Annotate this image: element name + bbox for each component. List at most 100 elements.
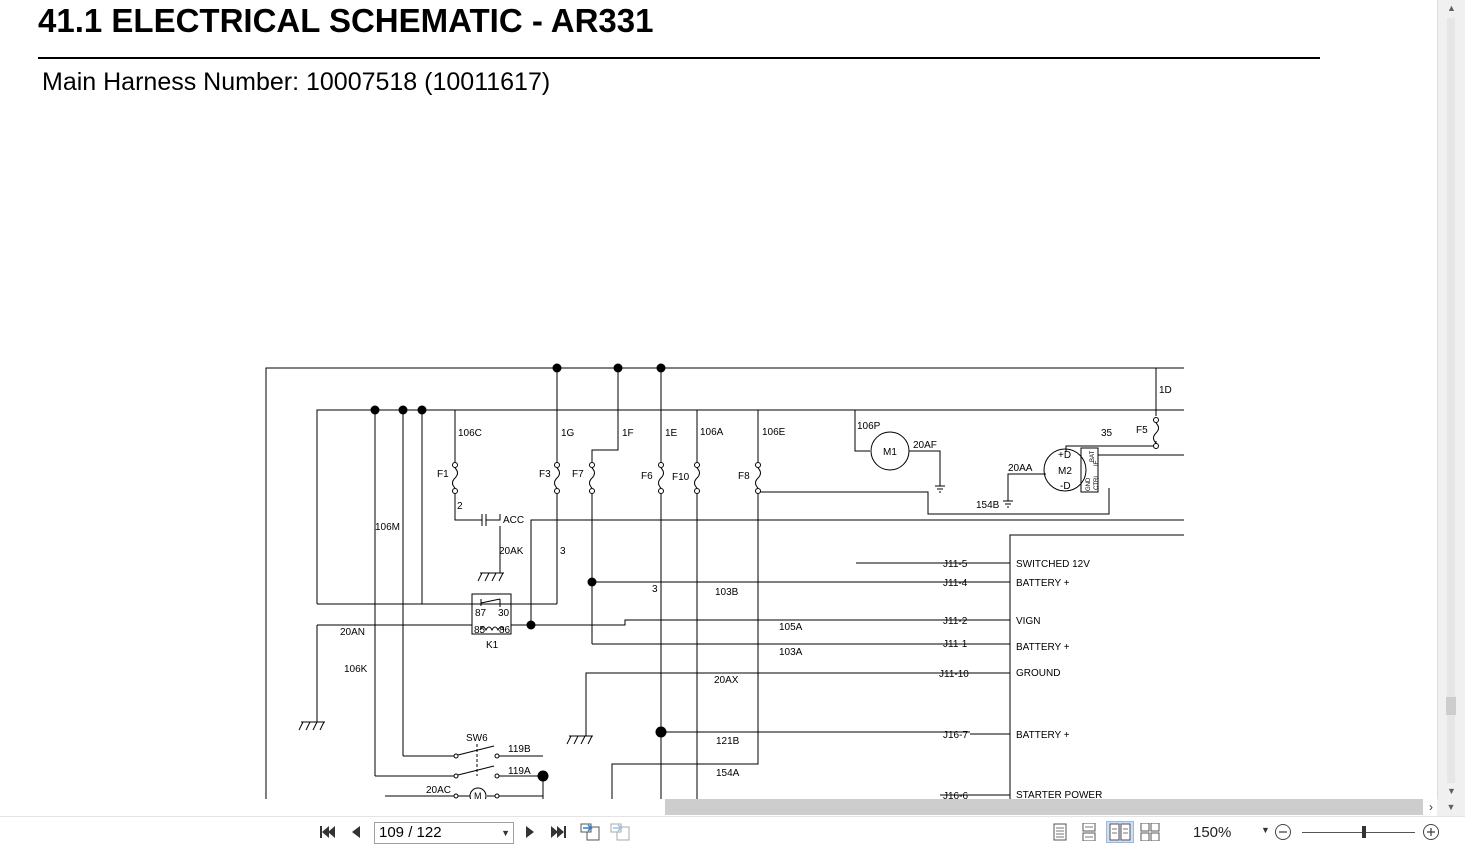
wire-label: 20AX	[714, 675, 739, 686]
connector-pin: J16-6	[943, 791, 968, 799]
relay-label: K1	[486, 640, 499, 651]
wire-label: 20AC	[426, 785, 451, 796]
first-page-button[interactable]	[316, 821, 338, 843]
connector-signal: BATTERY +	[1016, 730, 1070, 741]
wire-label: 119A	[508, 766, 531, 777]
two-page-view-button[interactable]	[1106, 821, 1134, 843]
fuse-label: F1	[437, 469, 449, 480]
last-page-button[interactable]	[548, 821, 570, 843]
go-back-button[interactable]	[578, 821, 602, 843]
document-viewport: 41.1 ELECTRICAL SCHEMATIC - AR331 Main H…	[38, 2, 1320, 799]
motor-m1-label: M1	[883, 447, 897, 458]
zoom-out-icon	[1275, 824, 1291, 840]
fuse-label: F7	[572, 469, 584, 480]
m2-plus-label: +D	[1058, 450, 1071, 461]
wire-label: 3	[560, 546, 566, 557]
motor-bottom-label: M	[474, 791, 482, 799]
m2-minus-label: -D	[1060, 481, 1071, 492]
wire-label: 106A	[700, 427, 724, 438]
wire-label: 1F	[622, 428, 634, 439]
wire-label: 154B	[976, 500, 1000, 511]
last-page-icon	[551, 826, 566, 838]
continuous-view-button[interactable]	[1078, 821, 1100, 843]
fuse-label: F5	[1136, 425, 1148, 436]
wire-label: 1D	[1159, 385, 1172, 396]
title-divider	[38, 57, 1320, 59]
wire-label: 154A	[716, 768, 740, 779]
wire-label: 106M	[375, 522, 400, 533]
fuse-label: F6	[641, 471, 653, 482]
connector-signal: STARTER POWER	[1016, 790, 1102, 799]
wire-label: 1E	[665, 428, 678, 439]
wire-label: 106K	[344, 664, 368, 675]
wire-label: 105A	[779, 622, 803, 633]
horizontal-scrollbar[interactable]: ›	[0, 799, 1437, 816]
electrical-schematic: 106C 1G 1F 1E 106A 106E 106P 20AF 1D 35 …	[265, 363, 1184, 799]
harness-number: Main Harness Number: 10007518 (10011617)	[42, 68, 551, 96]
switch-label: SW6	[466, 733, 488, 744]
fuse-label: F10	[672, 472, 690, 483]
connector-pin: J11-1	[943, 639, 968, 650]
fuse-symbol	[589, 462, 595, 494]
page-number-select[interactable]: 109 / 122 ▼	[374, 822, 514, 844]
connector-pin: J16-7	[943, 730, 968, 741]
scroll-track[interactable]	[1447, 18, 1455, 783]
two-page-continuous-button[interactable]	[1138, 821, 1162, 843]
zoom-in-icon	[1423, 824, 1439, 840]
connector-signal: BATTERY +	[1016, 642, 1070, 653]
m2-terminal-label: GND	[1086, 477, 1092, 491]
fuse-label: F3	[539, 469, 551, 480]
connector-signal: BATTERY +	[1016, 578, 1070, 589]
wire-label: 20AK	[499, 546, 524, 557]
zoom-slider-track[interactable]	[1302, 832, 1415, 833]
connector-signal: VIGN	[1016, 616, 1040, 627]
wire-label: 35	[1101, 428, 1113, 439]
wire-label: 106E	[762, 427, 786, 438]
zoom-level[interactable]: 150%	[1193, 824, 1232, 841]
fuse-symbol	[452, 462, 458, 494]
zoom-out-button[interactable]	[1273, 821, 1293, 843]
previous-page-button[interactable]	[346, 821, 364, 843]
connector-pin: J11-5	[943, 559, 968, 570]
wire-label: 3	[652, 584, 658, 595]
go-forward-button[interactable]	[608, 821, 632, 843]
wire-label: 121B	[716, 736, 740, 747]
wire-label: 20AA	[1008, 463, 1033, 474]
connector-signal: SWITCHED 12V	[1016, 559, 1090, 570]
single-page-view-button[interactable]	[1049, 821, 1071, 843]
chevron-down-icon[interactable]: ▼	[1261, 825, 1270, 835]
connector-signal: GROUND	[1016, 668, 1060, 679]
relay-pin-label: 86	[499, 625, 511, 636]
prev-page-icon	[352, 826, 360, 838]
wire-label: 20AN	[340, 627, 365, 638]
fuse-symbol	[554, 462, 560, 494]
hscroll-thumb[interactable]	[665, 799, 1423, 815]
motor-m2-label: M2	[1058, 466, 1072, 477]
single-page-icon	[1053, 823, 1067, 841]
zoom-slider-thumb[interactable]	[1362, 826, 1366, 838]
viewer-toolbar: 109 / 122 ▼ 150% ▼	[0, 816, 1465, 847]
next-page-button[interactable]	[521, 821, 539, 843]
wire-label: 2	[457, 501, 463, 512]
fuse-label: F8	[738, 471, 750, 482]
acc-label: ACC	[503, 515, 524, 526]
zoom-in-button[interactable]	[1421, 821, 1441, 843]
m2-terminal-label: IE	[1094, 460, 1100, 466]
continuous-icon	[1082, 823, 1096, 841]
scroll-corner-icon[interactable]: ▼	[1437, 799, 1465, 816]
m2-terminal-label: BAT	[1090, 450, 1096, 462]
go-forward-icon	[610, 823, 630, 841]
wire-label: 1G	[561, 428, 575, 439]
page-number-value: 109 / 122	[379, 824, 442, 841]
wire-label: 103B	[715, 587, 739, 598]
fuse-symbol	[755, 462, 761, 494]
vertical-scrollbar[interactable]: ▲ ▼	[1437, 0, 1465, 799]
scroll-thumb[interactable]	[1446, 697, 1456, 715]
scroll-right-icon[interactable]: ›	[1429, 800, 1433, 814]
wire-label: 20AF	[913, 440, 937, 451]
scroll-down-icon[interactable]: ▼	[1447, 786, 1456, 796]
scroll-up-icon[interactable]: ▲	[1447, 3, 1456, 13]
relay-pin-label: 85	[474, 625, 486, 636]
connector-pin: J11-4	[943, 578, 968, 589]
two-page-icon	[1109, 823, 1131, 841]
